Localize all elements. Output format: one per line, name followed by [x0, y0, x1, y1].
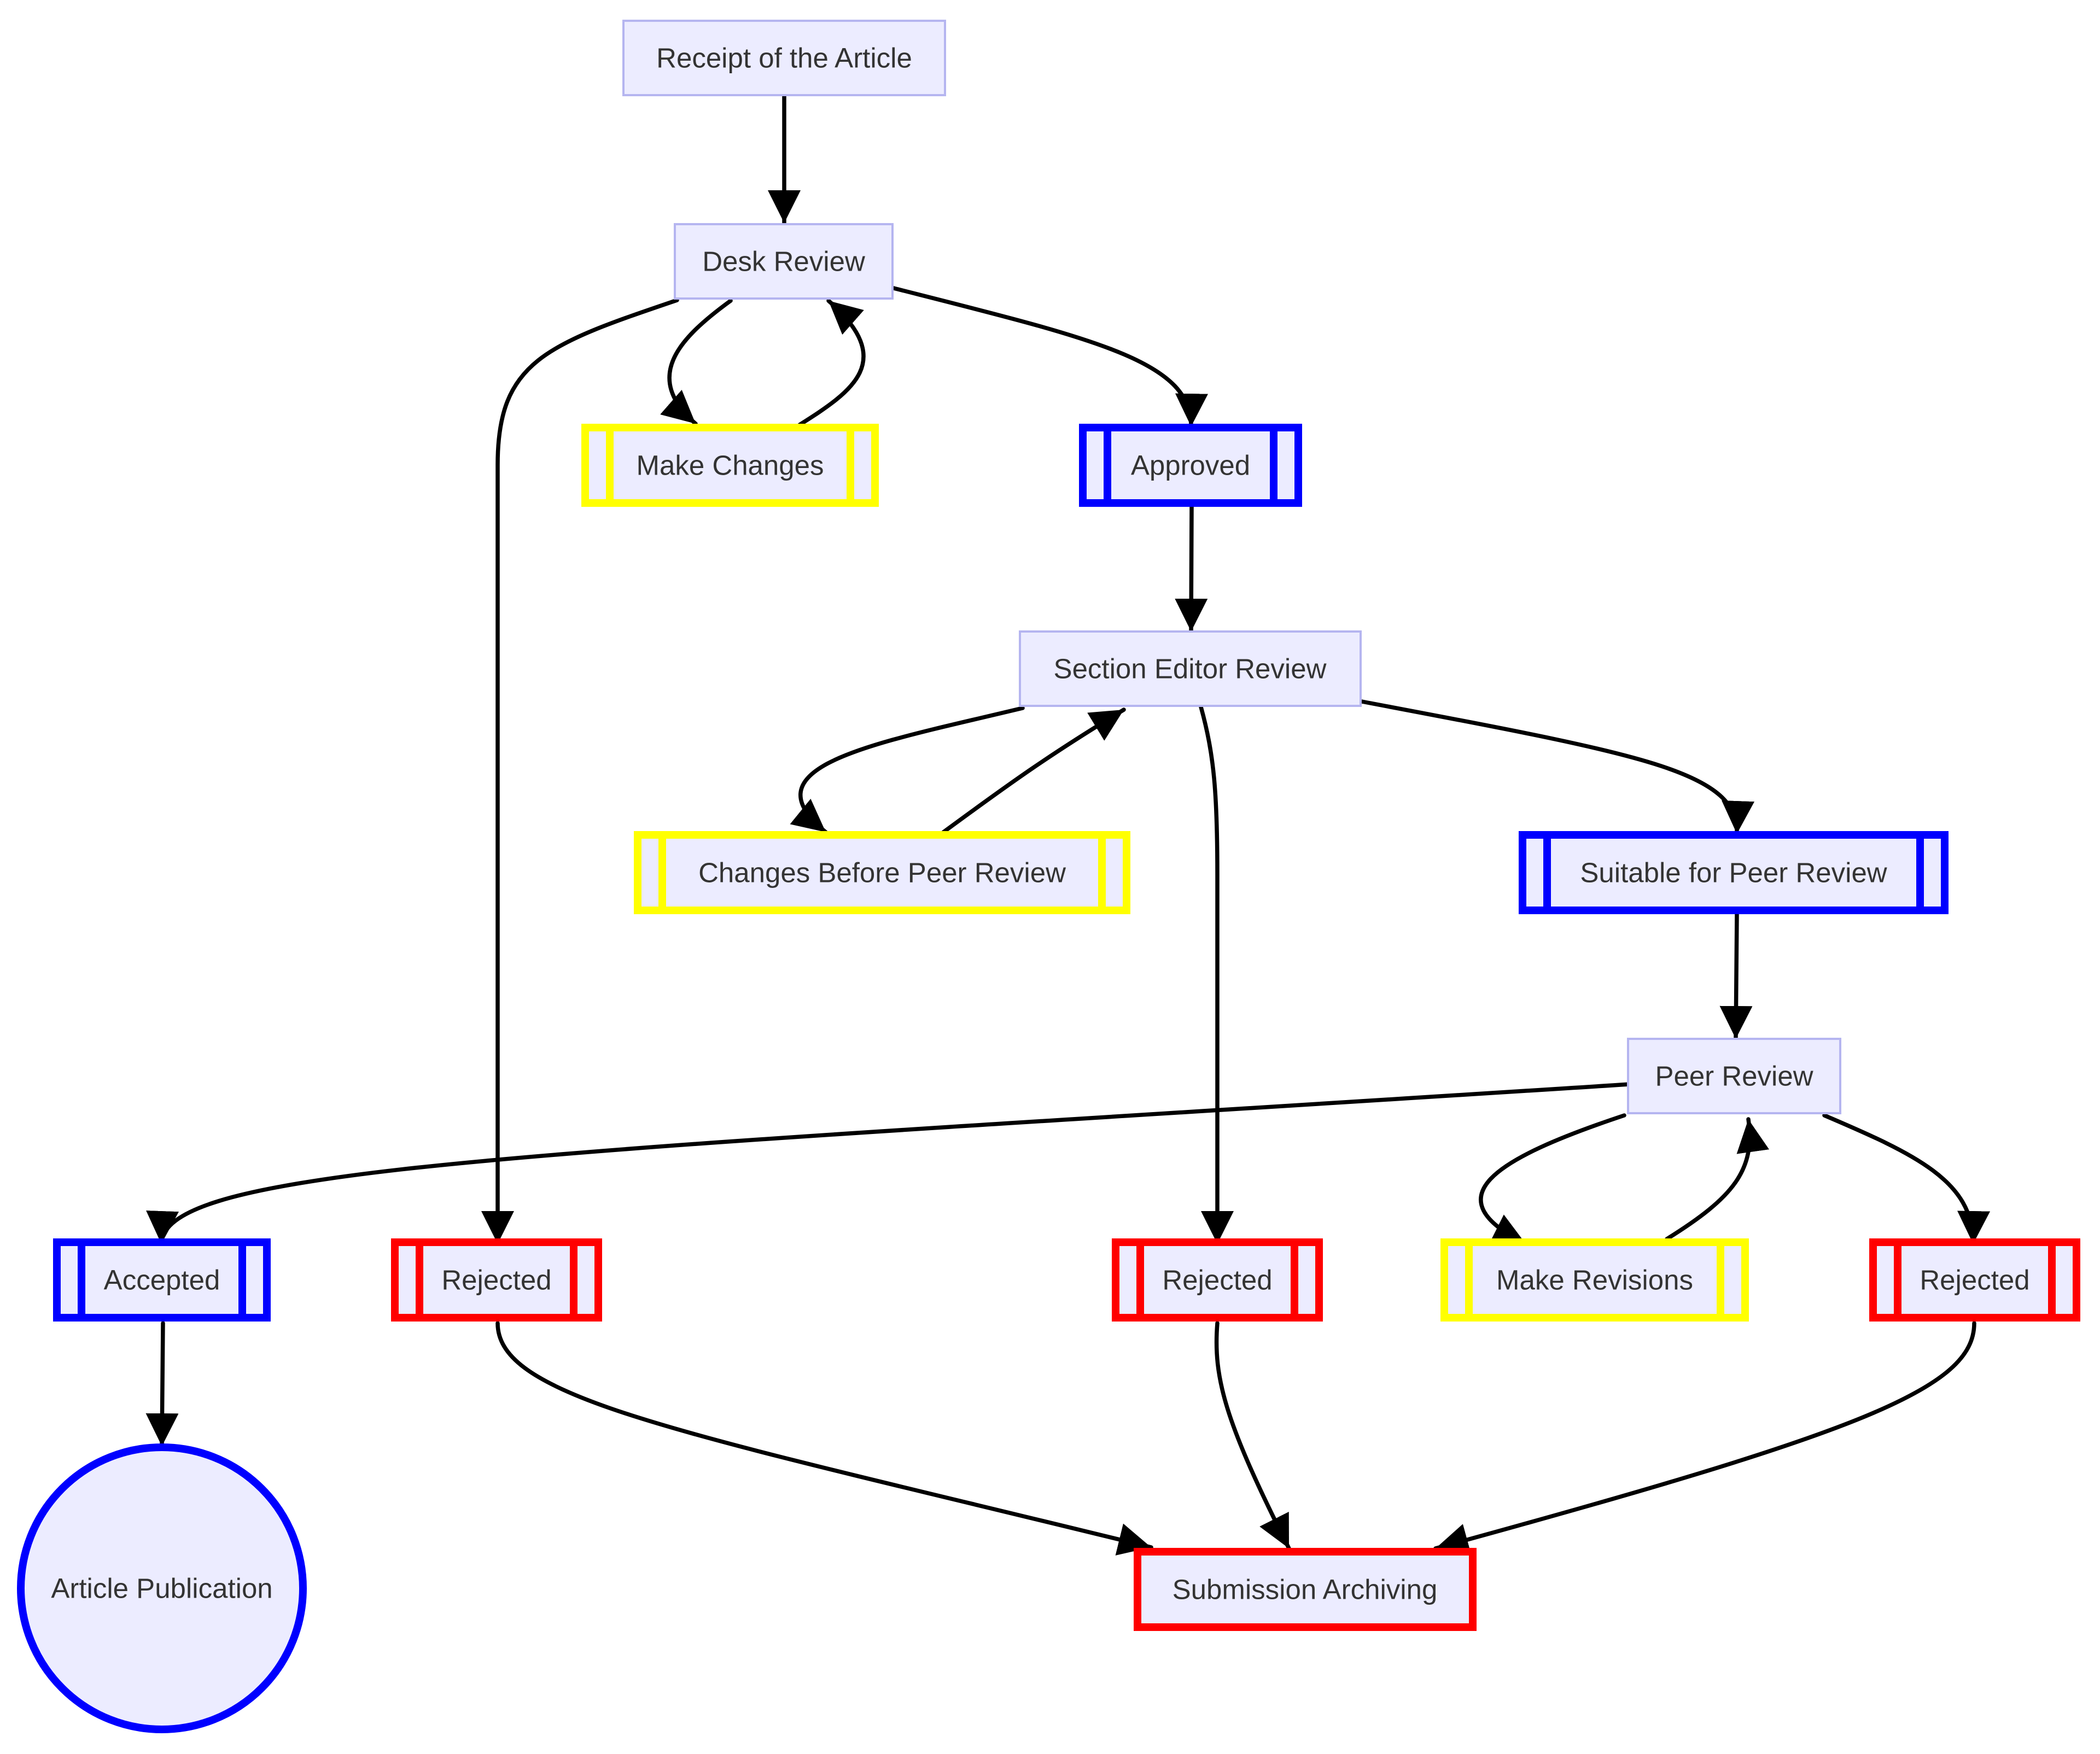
edge-peer-review-to-make-revisions — [1479, 1113, 1626, 1246]
node-rejected-desk[interactable]: Rejected — [391, 1238, 602, 1322]
node-accepted[interactable]: Accepted — [53, 1238, 271, 1322]
node-label: Approved — [1131, 450, 1250, 481]
edge-desk-review-to-approved — [891, 286, 1208, 429]
node-label: Article Publication — [51, 1573, 272, 1604]
node-submission-archiving[interactable]: Submission Archiving — [1134, 1548, 1477, 1631]
edge-make-changes-to-desk-review — [797, 299, 866, 427]
node-label: Accepted — [104, 1265, 220, 1296]
node-label: Suitable for Peer Review — [1580, 857, 1887, 888]
node-article-publication[interactable]: Article Publication — [17, 1443, 307, 1733]
node-label: Desk Review — [702, 246, 865, 277]
node-label: Rejected — [441, 1265, 551, 1296]
node-label: Rejected — [1920, 1265, 2029, 1296]
node-label: Changes Before Peer Review — [698, 857, 1066, 888]
edge-peer-review-to-rejected-peer — [1822, 1113, 1990, 1246]
edge-section-editor-review-to-rejected-section — [1199, 705, 1234, 1246]
node-desk-review[interactable]: Desk Review — [674, 223, 894, 300]
node-label: Receipt of the Article — [656, 43, 912, 74]
node-make-changes[interactable]: Make Changes — [581, 424, 879, 507]
node-label: Section Editor Review — [1054, 653, 1327, 685]
edge-changes-before-peer-review-to-section-editor-review — [941, 708, 1126, 834]
edge-rejected-peer-to-submission-archiving — [1433, 1321, 1976, 1556]
edge-suitable-for-peer-review-to-peer-review — [1719, 912, 1753, 1041]
edge-section-editor-review-to-suitable-for-peer-review — [1360, 699, 1754, 836]
node-receipt-of-the-article[interactable]: Receipt of the Article — [622, 20, 946, 96]
node-rejected-peer[interactable]: Rejected — [1869, 1238, 2080, 1322]
edge-peer-review-to-accepted — [146, 1082, 1632, 1246]
node-suitable-for-peer-review[interactable]: Suitable for Peer Review — [1519, 831, 1949, 914]
node-section-editor-review[interactable]: Section Editor Review — [1019, 630, 1362, 707]
node-label: Make Changes — [636, 450, 824, 481]
edge-section-editor-review-to-changes-before-peer-review — [790, 706, 1025, 834]
node-approved[interactable]: Approved — [1079, 424, 1302, 507]
node-rejected-section[interactable]: Rejected — [1112, 1238, 1323, 1322]
node-label: Rejected — [1162, 1265, 1272, 1296]
node-peer-review[interactable]: Peer Review — [1627, 1038, 1841, 1114]
edges — [145, 94, 1990, 1556]
edge-rejected-section-to-submission-archiving — [1214, 1321, 1291, 1551]
node-label: Submission Archiving — [1172, 1574, 1438, 1605]
edge-desk-review-to-make-changes — [660, 299, 733, 426]
edge-accepted-to-article-publication — [145, 1321, 179, 1448]
edge-approved-to-section-editor-review — [1175, 504, 1208, 634]
edge-desk-review-to-rejected-desk — [481, 298, 679, 1246]
nodes: Receipt of the Article Desk Review Make … — [17, 20, 2080, 1733]
node-make-revisions[interactable]: Make Revisions — [1440, 1238, 1749, 1322]
node-label: Make Revisions — [1496, 1265, 1693, 1296]
node-label: Peer Review — [1655, 1061, 1813, 1092]
edge-rejected-desk-to-submission-archiving — [495, 1321, 1153, 1556]
edge-make-revisions-to-peer-review — [1665, 1117, 1769, 1241]
node-changes-before-peer-review[interactable]: Changes Before Peer Review — [634, 831, 1130, 914]
